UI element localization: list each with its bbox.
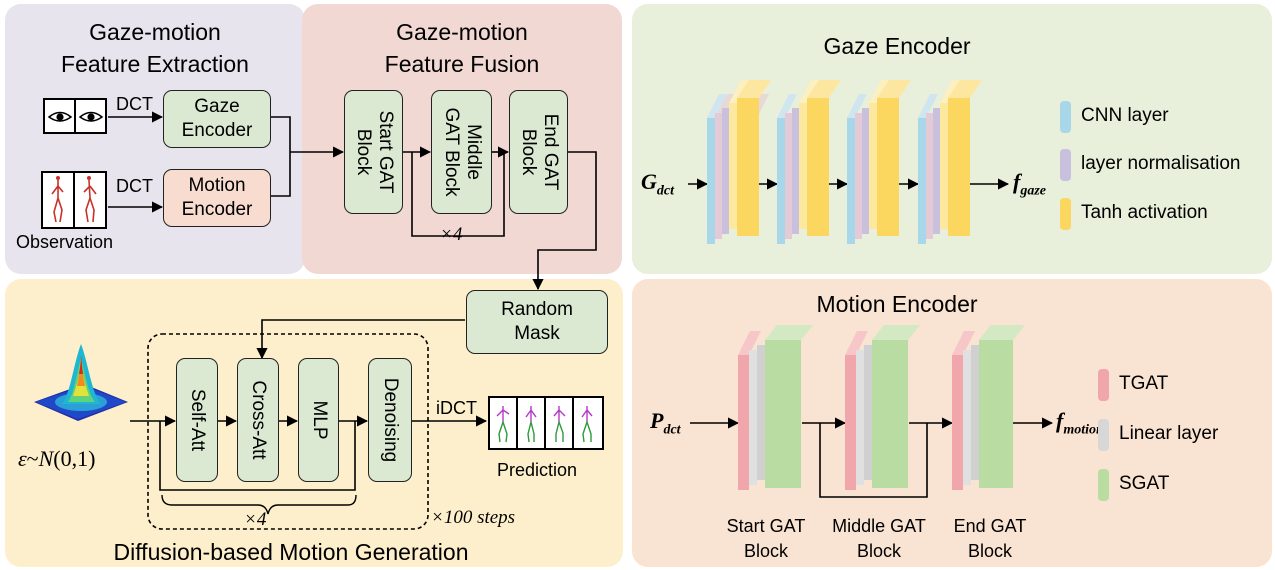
denoising-label: Denoising — [380, 377, 401, 463]
gaze-encoder-line2: Encoder — [181, 120, 253, 141]
gaze-layer-stacks — [707, 80, 982, 244]
gaze-encoder-title: Gaze Encoder — [823, 33, 971, 59]
gaze-stack-1 — [707, 80, 771, 244]
legend-layer-normalisation: layer normalisation — [1081, 153, 1241, 174]
mlp-label: MLP — [308, 400, 330, 440]
motion-output-label: fmotion — [1056, 408, 1104, 438]
random-mask-line1: Random — [501, 299, 573, 320]
dct-label-motion: DCT — [116, 176, 153, 196]
generation-repeat-label: ×4 — [244, 509, 267, 530]
noise-distribution-label: ε~N(0,1) — [18, 446, 96, 471]
gaze-stack-4 — [918, 80, 982, 244]
denoising-loop-box — [147, 333, 429, 530]
legend-tgat: TGAT — [1119, 373, 1169, 394]
fusion-repeat-label: ×4 — [440, 224, 463, 245]
self-att-block: Self-Att — [176, 358, 218, 482]
prediction-label: Prediction — [497, 460, 578, 480]
motion-input-label: Pdct — [650, 408, 681, 438]
eye-icon — [43, 98, 107, 134]
gaze-encoder-line1: Gaze — [194, 96, 240, 117]
fusion-title-line1: Gaze-motion — [396, 19, 528, 45]
gaze-encoder-module: Gaze Encoder — [163, 90, 271, 148]
legend-swatch-tanh — [1060, 198, 1071, 230]
motion-encoder-module: Motion Encoder — [163, 169, 271, 227]
legend-swatch-tgat — [1098, 369, 1109, 401]
legend-swatch-linear — [1098, 419, 1109, 451]
motion-layer-stacks — [738, 325, 1025, 490]
legend-swatch-cnn — [1060, 101, 1071, 133]
gaze-stack-2 — [777, 80, 841, 244]
observation-label: Observation — [16, 232, 114, 252]
denoising-block: Denoising — [368, 358, 412, 482]
skeleton-icon — [41, 171, 107, 229]
mlp-block: MLP — [298, 358, 339, 482]
prediction-icon — [488, 396, 604, 450]
legend-sgat: SGAT — [1119, 473, 1170, 494]
gaze-output-label: fgaze — [1013, 169, 1046, 199]
dct-label-gaze: DCT — [116, 94, 153, 114]
repeat-brace — [161, 494, 357, 515]
legend-tanh-activation: Tanh activation — [1081, 202, 1208, 223]
legend-swatch-sgat — [1098, 469, 1109, 501]
random-mask-module: Random Mask — [466, 290, 608, 354]
extraction-title-line1: Gaze-motion — [89, 19, 221, 45]
motion-stack-1 — [738, 325, 813, 490]
motion-encoder-title: Motion Encoder — [816, 291, 978, 317]
fusion-title-line2: Feature Fusion — [384, 51, 540, 77]
gaze-input-label: Gdct — [641, 169, 674, 199]
prediction-frame — [490, 398, 518, 448]
self-att-label: Self-Att — [187, 388, 208, 452]
steps-label: ×100 steps — [431, 507, 516, 528]
motion-encoder-line2: Encoder — [181, 199, 253, 220]
prediction-frame — [546, 398, 574, 448]
motion-stack-3 — [952, 325, 1025, 490]
cross-att-block: Cross-Att — [237, 358, 279, 482]
random-mask-line2: Mask — [514, 323, 560, 344]
legend-cnn-layer: CNN layer — [1081, 105, 1169, 126]
legend-swatch-norm — [1060, 149, 1071, 181]
idct-label: iDCT — [436, 398, 477, 418]
gaze-stack-3 — [847, 80, 911, 244]
motion-encoder-line1: Motion — [188, 175, 246, 196]
prediction-frame — [574, 398, 602, 448]
cross-att-label: Cross-Att — [248, 380, 269, 460]
extraction-title-line2: Feature Extraction — [61, 51, 249, 77]
prediction-frame — [518, 398, 546, 448]
gaussian-noise-icon — [34, 344, 128, 421]
legend-linear-layer: Linear layer — [1119, 423, 1219, 444]
generation-title: Diffusion-based Motion Generation — [113, 539, 469, 565]
motion-stack-2 — [845, 325, 920, 490]
